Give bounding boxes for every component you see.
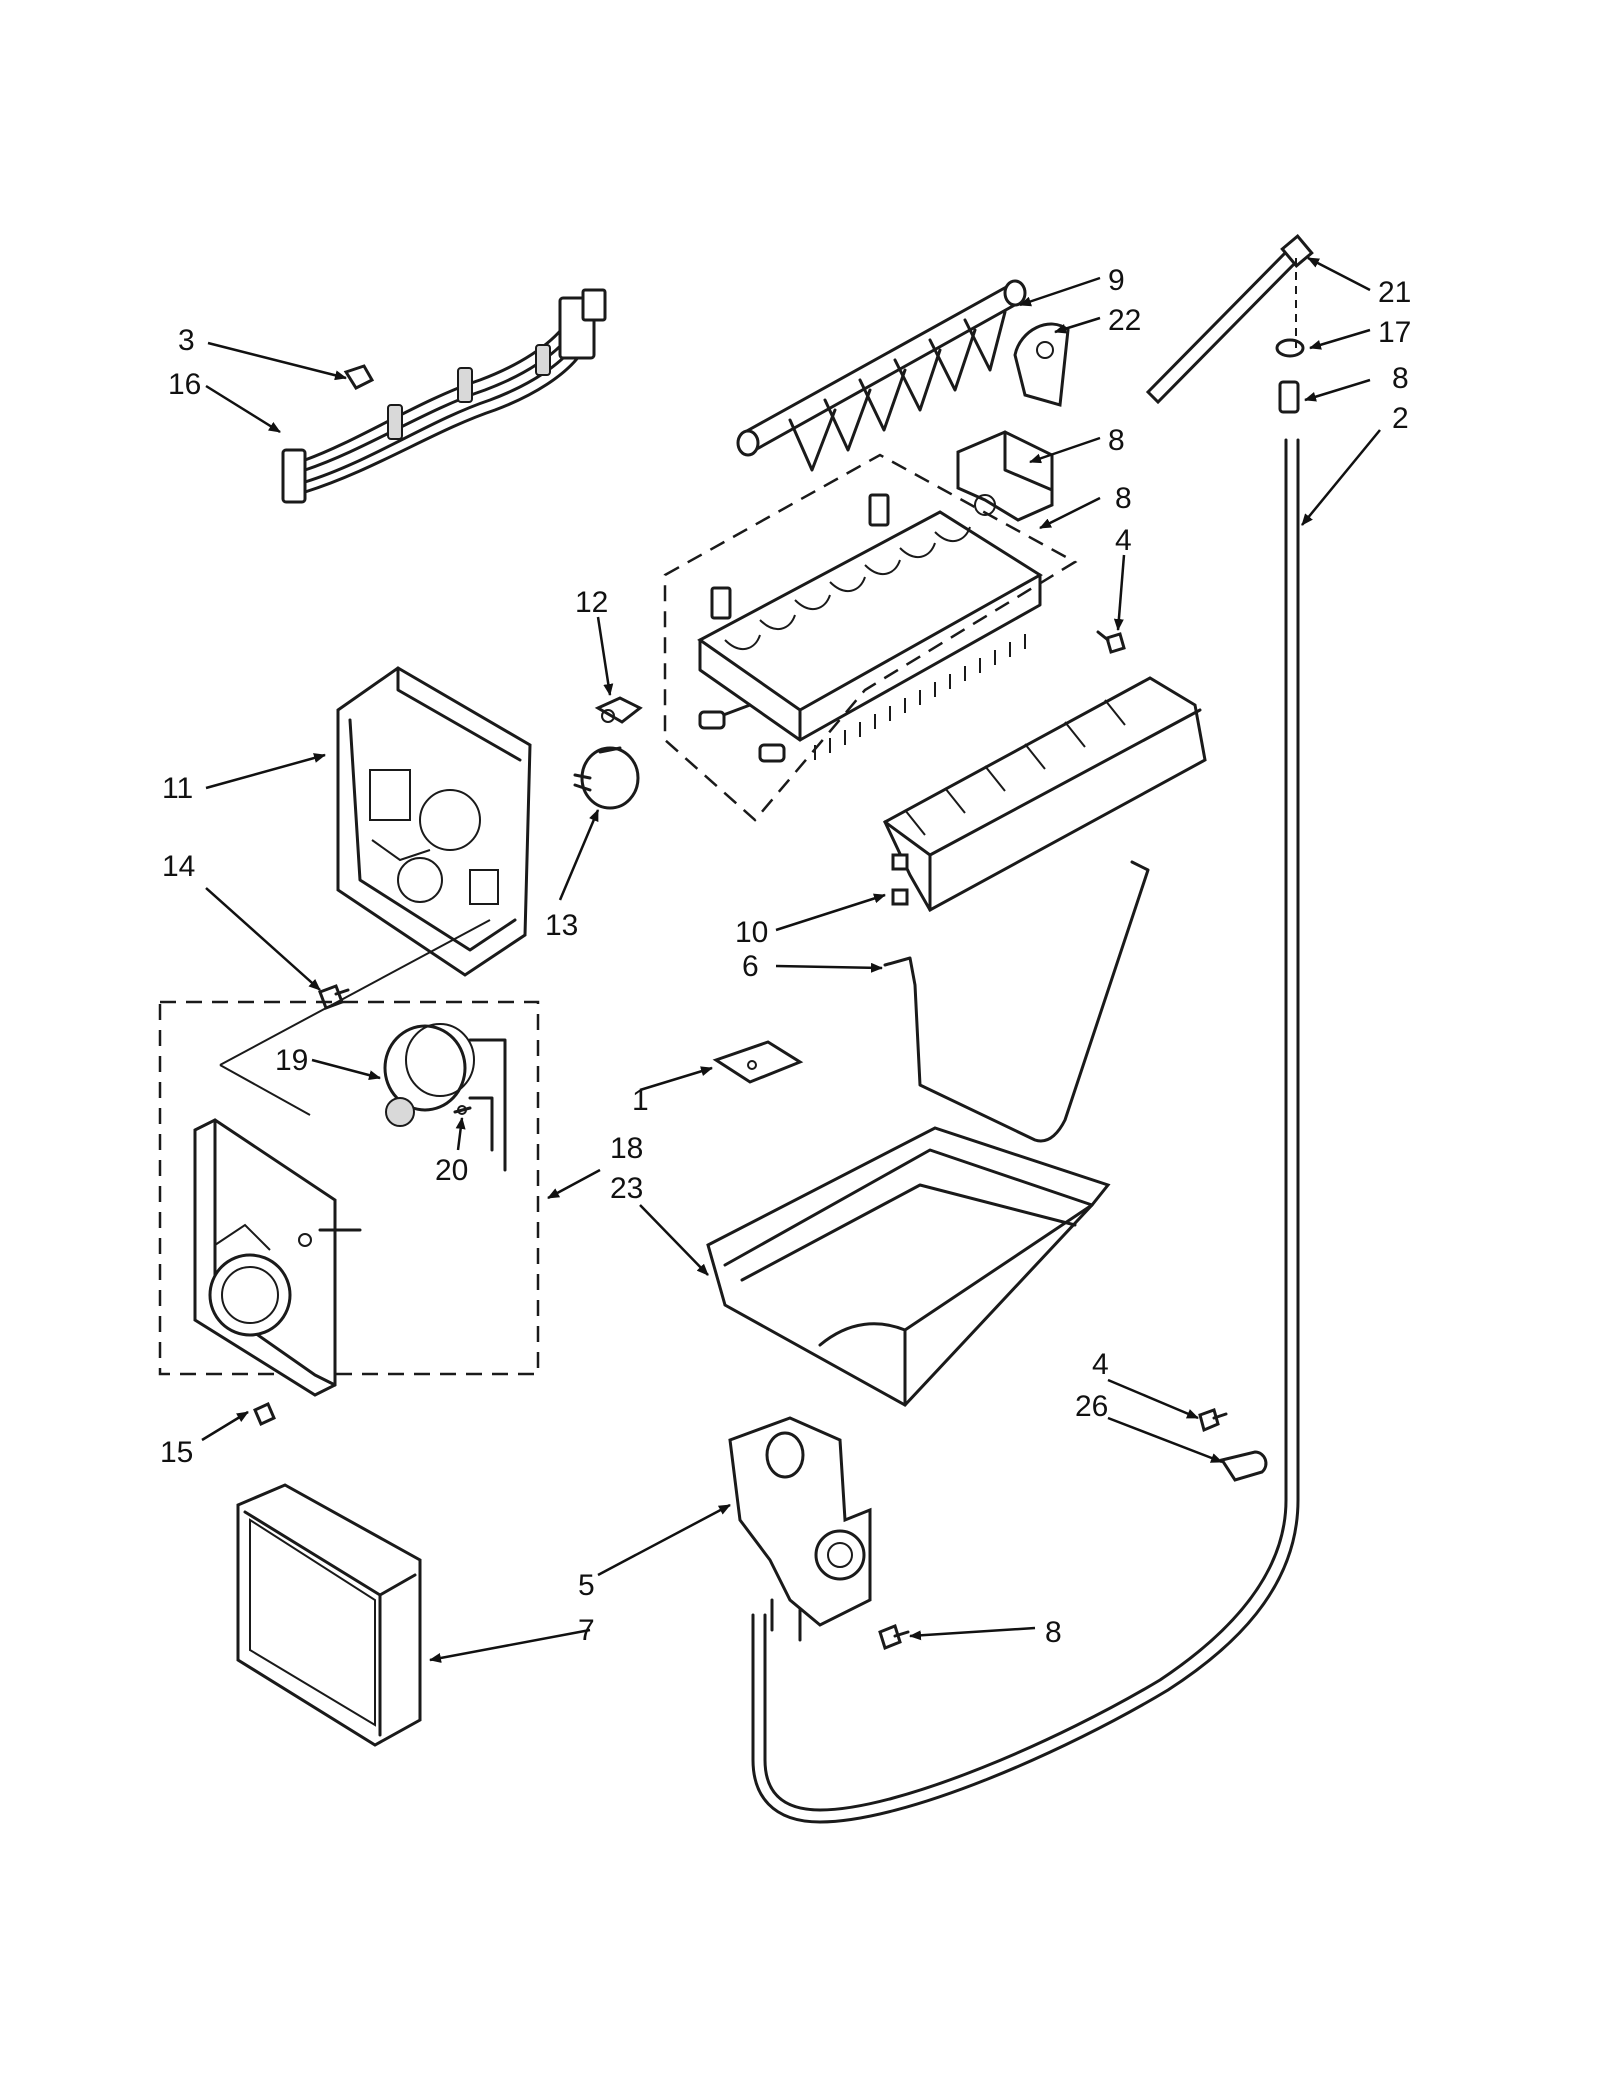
callout-10: 8 <box>1108 424 1125 457</box>
screw-part <box>253 1401 276 1427</box>
screw-part <box>878 1624 910 1650</box>
wire-harness-part <box>281 288 607 504</box>
callout-4-upper: 4 <box>1115 524 1132 557</box>
callout-15: 13 <box>545 909 578 942</box>
pin-part <box>453 1105 472 1115</box>
callout-8-upper: 8 <box>1392 362 1409 395</box>
callout-11: 9 <box>1108 264 1125 297</box>
insulation-block-part <box>236 1483 422 1747</box>
stripper-part <box>883 676 1207 913</box>
module-assembly-outline <box>158 919 540 1376</box>
callout-8-lower: 8 <box>1045 1616 1062 1649</box>
callout-25: 23 <box>610 1172 643 1205</box>
callout-2: 2 <box>1392 402 1409 435</box>
harness-clip-part <box>343 364 375 390</box>
thermostat-part <box>573 746 640 810</box>
callout-9: 8 <box>1115 482 1132 515</box>
nut-part <box>1278 380 1300 414</box>
thermostat-clip-part <box>594 696 643 724</box>
callout-22: 20 <box>435 1154 468 1187</box>
callout-23: 21 <box>1378 276 1411 309</box>
callout-7: 7 <box>578 1614 595 1647</box>
cam-part <box>1013 322 1070 407</box>
callout-24: 22 <box>1108 304 1141 337</box>
ice-mold-part <box>697 493 1043 763</box>
screw-part <box>1096 630 1126 654</box>
callout-17: 15 <box>160 1436 193 1469</box>
fill-tube-part <box>1145 234 1314 405</box>
callout-3: 3 <box>178 324 195 357</box>
control-housing-part <box>336 666 532 977</box>
callout-6: 6 <box>742 950 759 983</box>
callout-1: 1 <box>632 1084 649 1117</box>
motor-part <box>383 1023 507 1172</box>
mold-assembly-outline <box>663 453 1078 822</box>
shutoff-arm-part <box>883 860 1150 1143</box>
callout-19: 17 <box>1378 316 1411 349</box>
bracket-part <box>712 1040 804 1084</box>
callout-labels: 3 16 9 22 8 8 4 12 11 13 14 10 6 1 19 20… <box>160 264 1411 1649</box>
tube-clamp-part <box>1198 1408 1268 1482</box>
callout-26: 26 <box>1075 1390 1108 1423</box>
callout-13: 11 <box>162 772 193 805</box>
ice-bucket-part <box>706 1126 1111 1407</box>
callout-14: 12 <box>575 586 608 619</box>
leader-lines <box>201 256 1381 1663</box>
grommet-part <box>1275 338 1305 358</box>
callout-12: 10 <box>735 916 768 949</box>
callout-5: 5 <box>578 1569 595 1602</box>
callout-18: 16 <box>168 368 201 401</box>
callout-21: 19 <box>275 1044 308 1077</box>
callout-20: 18 <box>610 1132 643 1165</box>
module-plate-part <box>193 1118 362 1397</box>
callout-16: 14 <box>162 850 195 883</box>
fill-cup-part <box>956 430 1054 522</box>
callout-4-lower: 4 <box>1092 1348 1109 1381</box>
water-valve-part <box>728 1416 872 1642</box>
water-tube-part <box>751 258 1300 1824</box>
